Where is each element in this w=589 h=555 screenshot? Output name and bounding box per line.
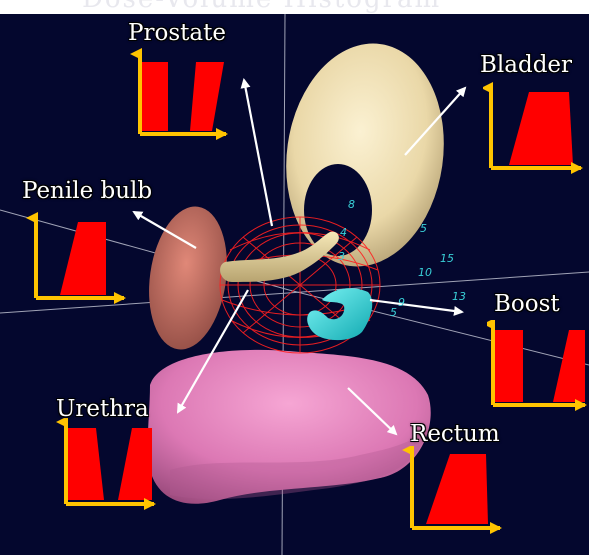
- dvh-fill: [509, 92, 573, 165]
- dvh-fill: [142, 62, 224, 131]
- dvh-inset-bladder: [483, 80, 583, 175]
- partial-title: Dose-Volume Histogram: [82, 0, 441, 14]
- seed-number: 5: [420, 222, 427, 235]
- seed-number: 8: [348, 198, 355, 211]
- seed-number: 9: [398, 296, 405, 309]
- label-urethra: Urethra: [56, 398, 149, 421]
- dvh-inset-prostate: [128, 46, 228, 141]
- label-penile-bulb: Penile bulb: [22, 180, 152, 203]
- dvh-inset-rectum: [402, 446, 502, 541]
- seed-number: 10: [418, 266, 432, 279]
- dvh-fill: [426, 454, 488, 524]
- seed-number: 13: [452, 290, 466, 303]
- label-bladder: Bladder: [480, 54, 572, 77]
- label-prostate: Prostate: [128, 22, 226, 45]
- seed-number: 15: [440, 252, 454, 265]
- dvh-inset-penile-bulb: [26, 210, 126, 305]
- label-rectum: Rectum: [410, 423, 500, 446]
- seed-number: 3: [338, 250, 345, 263]
- seed-number: 5: [390, 306, 397, 319]
- dvh-fill: [493, 330, 585, 402]
- seed-number: 4: [340, 226, 347, 239]
- dvh-fill: [60, 222, 106, 295]
- label-boost: Boost: [494, 293, 560, 316]
- dvh-inset-boost: [487, 320, 587, 415]
- dvh-fill: [68, 428, 152, 500]
- dvh-inset-urethra: [56, 418, 156, 513]
